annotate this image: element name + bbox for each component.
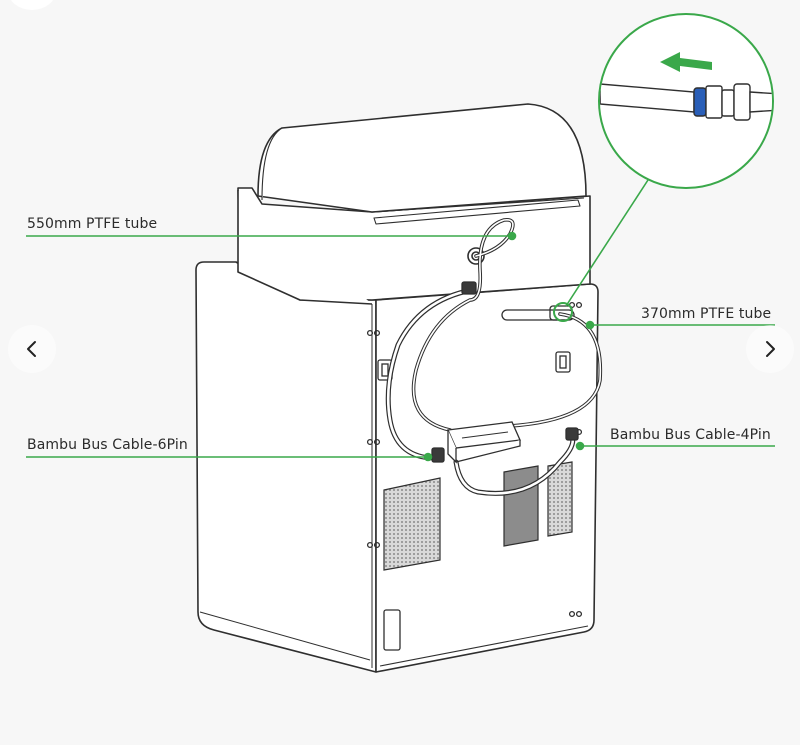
zoom-detail: [598, 13, 774, 189]
printer-body: [195, 261, 599, 673]
callout-lines: [26, 179, 775, 462]
connectors: [431, 281, 579, 464]
label-550mm-ptfe-tube: 550mm PTFE tube: [27, 216, 158, 232]
top-indicator: [8, 0, 56, 10]
label-370mm-ptfe-tube: 370mm PTFE tube: [641, 306, 772, 322]
vent-grilles: [383, 461, 573, 571]
next-image-button[interactable]: [746, 325, 794, 373]
ams-unit: [237, 103, 591, 305]
previous-image-button[interactable]: [8, 325, 56, 373]
label-bambu-bus-cable-4pin: Bambu Bus Cable-4Pin: [610, 427, 771, 443]
chevron-right-icon: [766, 341, 775, 357]
cables: [385, 217, 603, 496]
chevron-left-icon: [27, 341, 36, 357]
label-bambu-bus-cable-6pin: Bambu Bus Cable-6Pin: [27, 437, 188, 453]
